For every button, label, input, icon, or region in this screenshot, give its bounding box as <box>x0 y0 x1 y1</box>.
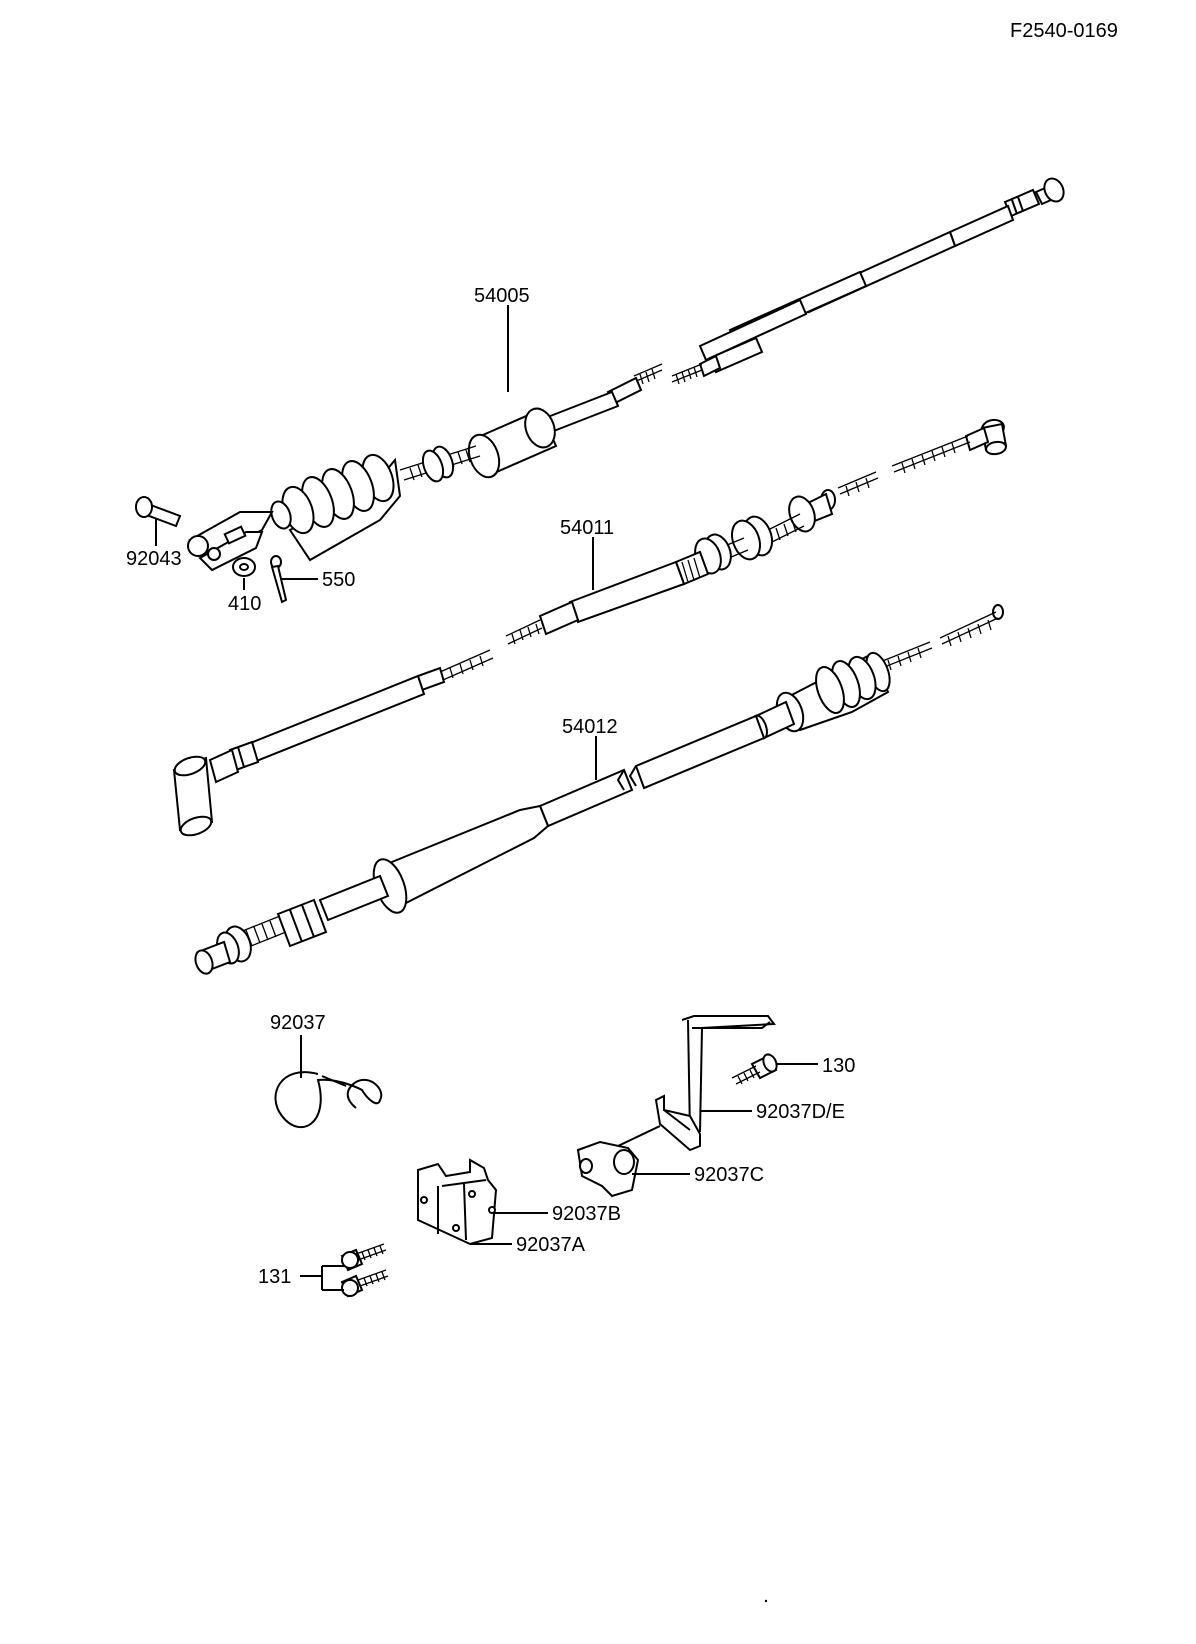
cable-54005-rubber-sleeve <box>467 407 558 479</box>
stray-dot <box>764 1599 768 1603</box>
cable-54012-boot <box>752 651 891 740</box>
bracket-92037de <box>654 1015 776 1152</box>
cable-54012 <box>194 604 1004 975</box>
cotter-pin-550 <box>270 555 288 604</box>
label-550: 550 <box>322 569 355 591</box>
label-54011: 54011 <box>560 517 614 539</box>
cable-54011 <box>172 418 1008 837</box>
label-92037b: 92037B <box>552 1203 621 1225</box>
cable-54005-clevis <box>187 511 274 572</box>
label-92037a: 92037A <box>516 1234 586 1256</box>
pin-92043 <box>135 496 182 528</box>
holder-92037ab <box>417 1158 498 1246</box>
bolts-131 <box>340 1243 389 1298</box>
cable-54005 <box>187 177 1065 572</box>
cable-54012-housing <box>318 804 550 922</box>
label-54005: 54005 <box>474 285 530 307</box>
cable-54005-end-fitting <box>1003 177 1065 218</box>
label-131: 131 <box>258 1266 291 1288</box>
label-54012: 54012 <box>562 716 618 738</box>
cable-54012-adjuster <box>194 898 328 975</box>
bolt-130 <box>731 1053 778 1085</box>
cable-54011-end-nipple <box>964 418 1008 456</box>
wire-clamp-92037 <box>274 1071 383 1128</box>
cable-54005-boot <box>270 453 402 562</box>
label-92043: 92043 <box>126 548 182 570</box>
label-92037c: 92037C <box>694 1164 764 1186</box>
washer-410 <box>232 557 256 577</box>
label-92037de: 92037D/E <box>756 1101 845 1123</box>
clamp-92037c <box>576 1125 661 1198</box>
cable-54011-end-barrel <box>172 755 214 837</box>
label-130: 130 <box>822 1055 855 1077</box>
label-92037: 92037 <box>270 1012 326 1034</box>
label-410: 410 <box>228 593 261 615</box>
diagram-ref-code: F2540-0169 <box>1010 20 1118 42</box>
